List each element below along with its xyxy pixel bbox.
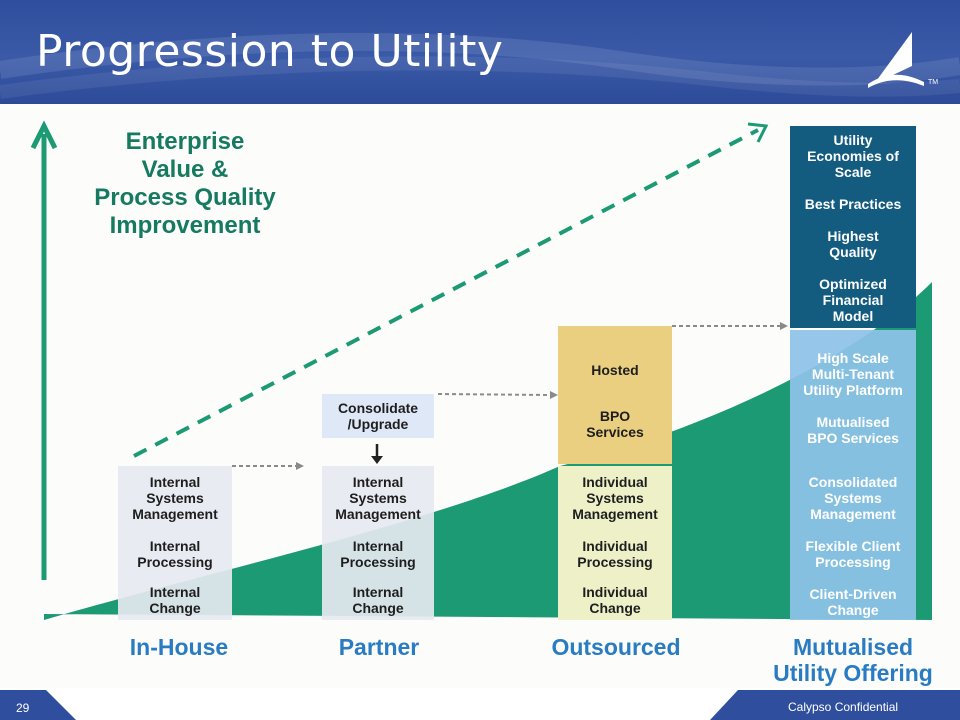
slide-header: Progression to Utility TM xyxy=(0,0,960,104)
diagram-graphics xyxy=(30,120,932,620)
inhouse-box: Internal Systems Management Internal Pro… xyxy=(118,466,232,620)
utility-bottom-box: High Scale Multi-Tenant Utility Platform… xyxy=(790,330,916,620)
slide-footer: 29 Calypso Confidential xyxy=(0,690,960,720)
page-number: 29 xyxy=(16,701,30,715)
utility-top-item: Highest Quality xyxy=(827,228,879,260)
outsourced-item: Individual Processing xyxy=(577,538,653,570)
axis-label-line: Improvement xyxy=(109,212,261,239)
inhouse-item: Internal Change xyxy=(149,584,201,616)
stage-label-outsourced: Outsourced xyxy=(551,634,681,660)
value-axis-arrowhead xyxy=(30,120,58,150)
outsourced-item: Individual Systems Management xyxy=(572,474,658,522)
partner-item: Internal Change xyxy=(352,584,404,616)
utility-item: Consolidated Systems Management xyxy=(808,474,898,522)
utility-item: High Scale Multi-Tenant Utility Platform xyxy=(803,350,903,398)
partner-box: Internal Systems Management Internal Pro… xyxy=(322,466,434,620)
stage-label-utility-line: Utility Offering xyxy=(773,660,933,686)
axis-label-line: Value & xyxy=(141,156,229,183)
outsourced-item: Individual Change xyxy=(582,584,648,616)
trend-arrow-head xyxy=(747,122,769,143)
partner-item: Internal Systems Management xyxy=(335,474,421,522)
partner-item: Internal Processing xyxy=(340,538,416,570)
inhouse-item: Internal Systems Management xyxy=(132,474,218,522)
footer-shapes xyxy=(0,690,960,720)
outsourced-top-item: BPO Services xyxy=(586,408,644,440)
stage-label-inhouse: In-House xyxy=(129,634,229,660)
header-swoosh xyxy=(0,32,960,99)
utility-item: Mutualised BPO Services xyxy=(807,414,899,446)
page-title: Progression to Utility xyxy=(36,26,504,77)
stage-label-partner: Partner xyxy=(338,634,420,660)
outsourced-top-item: Hosted xyxy=(591,362,639,378)
utility-item: Client-Driven Change xyxy=(809,586,897,618)
consolidate-box: Consolidate /Upgrade xyxy=(322,394,434,438)
utility-top-item: Optimized Financial Model xyxy=(819,276,887,324)
trend-arrow-line xyxy=(133,128,759,458)
consolidate-label: Consolidate /Upgrade xyxy=(337,400,419,432)
axis-label-line: Enterprise xyxy=(125,128,245,155)
axis-label-line: Process Quality xyxy=(94,184,276,211)
company-logo-icon: TM xyxy=(868,32,938,88)
outsourced-bottom-box: Individual Systems Management Individual… xyxy=(558,466,672,620)
arrow-partner-to-outsourced xyxy=(437,393,551,396)
utility-top-box: Utility Economies of Scale Best Practice… xyxy=(790,126,916,328)
confidential-label: Calypso Confidential xyxy=(788,700,899,714)
diagram-area: Enterprise Value & Process Quality Impro… xyxy=(0,104,960,688)
stage-label-utility-line: Mutualised xyxy=(792,634,914,660)
axis-label: Enterprise Value & Process Quality Impro… xyxy=(70,128,300,240)
growth-area xyxy=(44,282,932,620)
inhouse-item: Internal Processing xyxy=(137,538,213,570)
trademark-mark: TM xyxy=(928,79,938,86)
outsourced-top-box: Hosted BPO Services xyxy=(558,326,672,464)
utility-item: Flexible Client Processing xyxy=(805,538,901,570)
utility-top-item: Best Practices xyxy=(804,196,902,212)
stage-label-utility: Mutualised Utility Offering xyxy=(760,634,946,686)
utility-top-item: Utility Economies of Scale xyxy=(807,132,899,180)
